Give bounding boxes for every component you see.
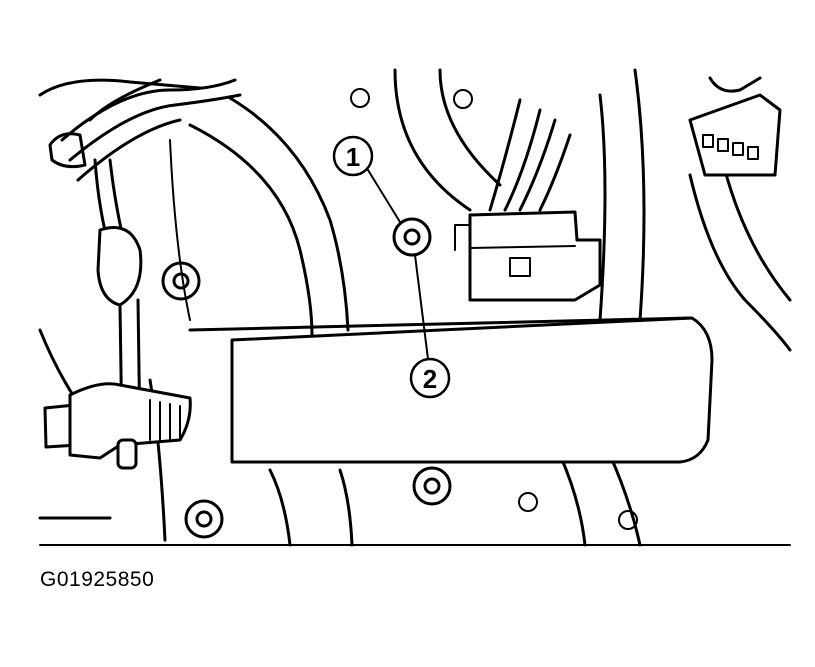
callout-1-label: 1 <box>346 142 360 172</box>
mounting-holes <box>350 88 638 530</box>
figure-id: G01925850 <box>40 568 155 591</box>
callout-2: 2 <box>409 254 451 399</box>
control-module <box>188 316 714 464</box>
module-connector <box>454 98 602 302</box>
bolt-icon <box>161 217 452 539</box>
side-connector <box>688 76 782 177</box>
wiring-harness <box>48 78 242 442</box>
callout-1: 1 <box>332 135 401 223</box>
callout-2-label: 2 <box>423 364 437 394</box>
background-contours <box>38 68 792 547</box>
harness-clip <box>43 382 192 470</box>
